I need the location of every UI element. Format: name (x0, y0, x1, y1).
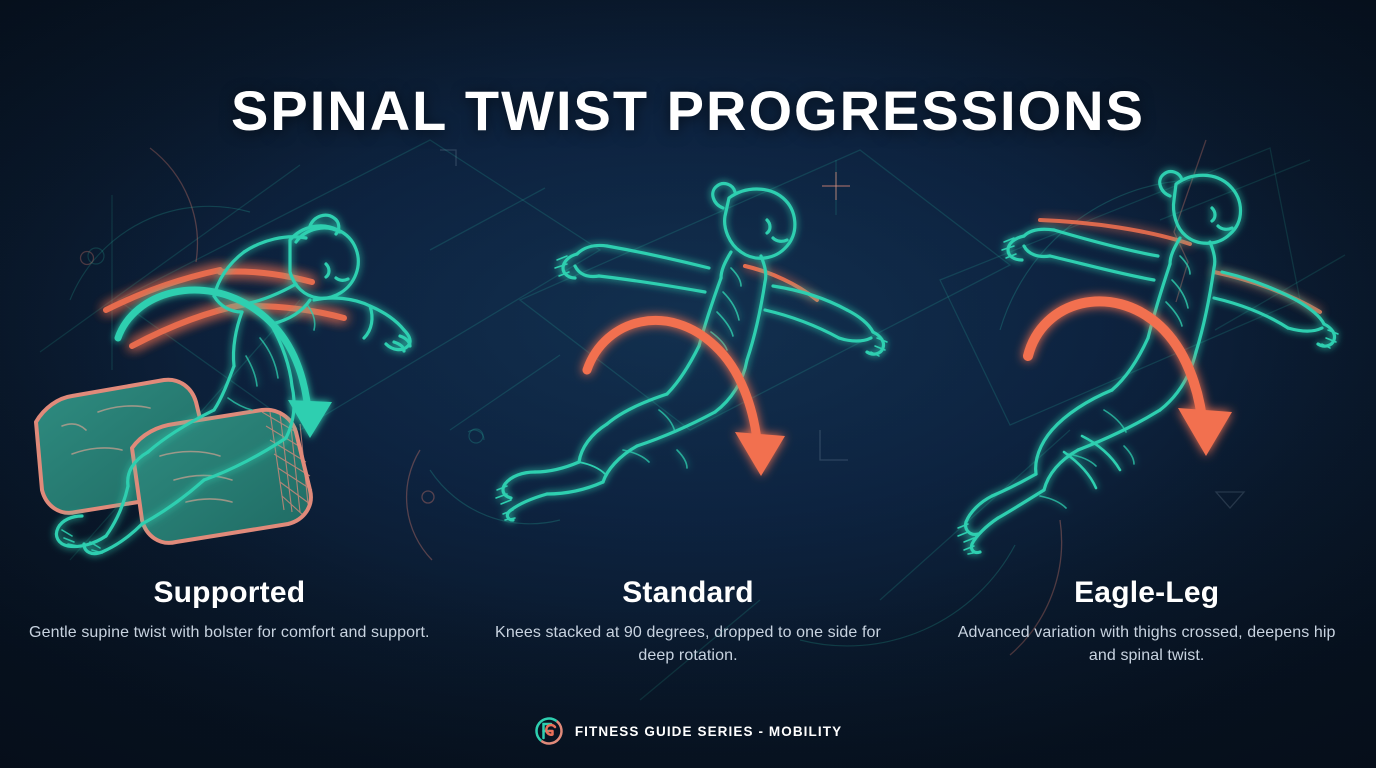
illustration-row (0, 150, 1376, 570)
bolster-prop (34, 377, 314, 545)
footer-brand-text: FITNESS GUIDE SERIES - MOBILITY (574, 723, 843, 739)
footer: FITNESS GUIDE SERIES - MOBILITY (0, 716, 1376, 746)
caption-standard: Standard Knees stacked at 90 degrees, dr… (459, 578, 918, 688)
rotation-arrow-coral (1022, 296, 1232, 456)
panel-heading-eagle-leg: Eagle-Leg (1074, 576, 1220, 609)
fitness-guide-monogram-icon (535, 717, 563, 745)
panel-caption-supported: Gentle supine twist with bolster for com… (29, 624, 430, 641)
illustration-panel-supported (0, 150, 459, 570)
caption-row: Supported Gentle supine twist with bolst… (0, 578, 1376, 688)
page-title: SPINAL TWIST PROGRESSIONS (231, 78, 1145, 142)
supine-twist-with-bolster-icon (34, 213, 412, 556)
supine-twist-eagle-legs-icon (956, 169, 1339, 555)
caption-eagle-leg: Eagle-Leg Advanced variation with thighs… (917, 578, 1376, 688)
illustration-panel-standard (459, 150, 918, 570)
supine-twist-knees-stacked-icon (495, 181, 888, 522)
panel-heading-standard: Standard (622, 576, 754, 609)
panel-caption-eagle-leg: Advanced variation with thighs crossed, … (957, 624, 1336, 664)
illustration-panel-eagle-leg (917, 150, 1376, 570)
caption-supported: Supported Gentle supine twist with bolst… (0, 578, 459, 688)
rotation-arrow-teal (114, 286, 333, 438)
panel-heading-supported: Supported (153, 576, 306, 609)
panel-caption-standard: Knees stacked at 90 degrees, dropped to … (495, 624, 881, 664)
rotation-arrow-coral (582, 316, 785, 476)
